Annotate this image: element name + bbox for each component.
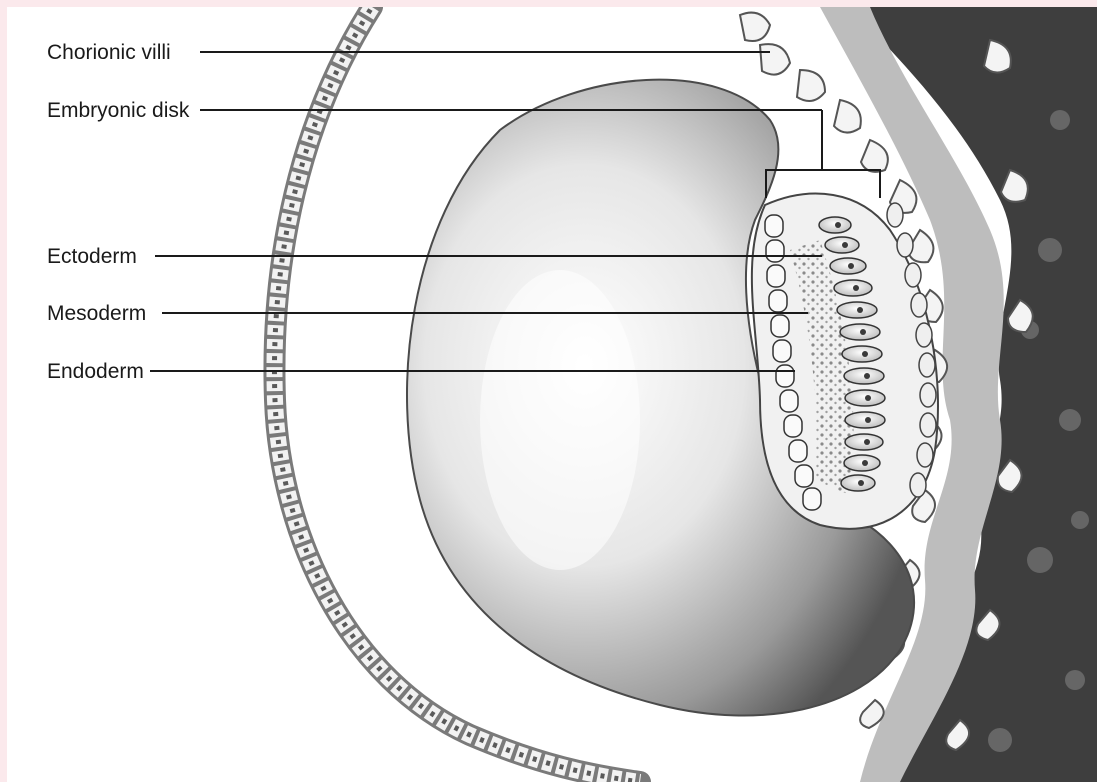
embryonic-disk-bracket <box>766 110 880 198</box>
label-embryonic-disk: Embryonic disk <box>47 99 190 122</box>
embryonic-disk-structure <box>752 194 938 529</box>
illustration-frame: Chorionic villi Embryonic disk Ectoderm … <box>7 7 1097 782</box>
label-ectoderm: Ectoderm <box>47 245 137 268</box>
label-endoderm: Endoderm <box>47 360 144 383</box>
label-mesoderm: Mesoderm <box>47 302 146 325</box>
embryo-diagram: Chorionic villi Embryonic disk Ectoderm … <box>7 7 1097 782</box>
label-chorionic-villi: Chorionic villi <box>47 41 171 64</box>
